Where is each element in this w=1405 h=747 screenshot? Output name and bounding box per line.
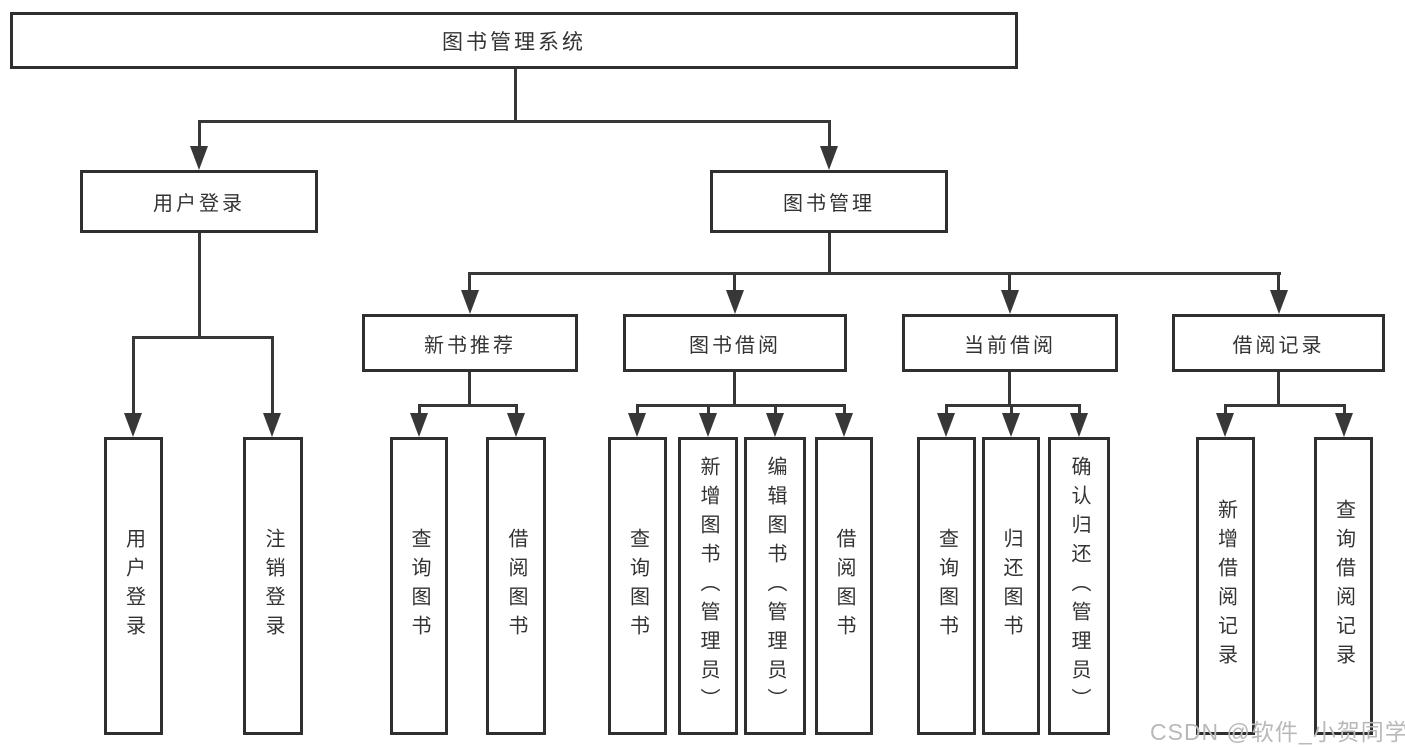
connector-line [1078,404,1081,416]
connector-line [198,233,201,336]
node-root-label: 图书管理系统 [442,30,586,54]
arrowhead-icon [1335,413,1353,437]
node-new-book-recommend-label: 新书推荐 [424,334,516,357]
connector-line [774,404,777,416]
node-book-borrowing: 图书借阅 [623,314,847,372]
leaf-logout: 注销登录 [243,437,303,735]
connector-line [828,120,831,150]
arrowhead-icon [835,413,853,437]
arrowhead-icon [507,413,525,437]
leaf-add-borrow-record: 新增借阅记录 [1196,437,1255,735]
leaf-confirm-return-admin: 确认归还（管理员） [1048,437,1110,735]
connector-line [198,120,201,150]
node-current-borrowing-label: 当前借阅 [964,334,1056,357]
node-borrowing-records: 借阅记录 [1172,314,1385,372]
connector-line [468,372,471,406]
node-user-login: 用户登录 [80,170,318,233]
leaf-return-books: 归还图书 [982,437,1040,735]
leaf-label: 新增借阅记录 [1214,499,1237,673]
connector-line [945,404,948,416]
connector-line [1343,404,1346,416]
connector-line [636,404,846,407]
connector-line [132,336,135,416]
leaf-add-books-admin: 新增图书（管理员） [678,437,738,735]
connector-line [1277,272,1280,294]
csdn-watermark: CSDN @软件_小贺同学 [1150,719,1405,745]
connector-line [1010,404,1013,416]
arrowhead-icon [1216,413,1234,437]
leaf-label: 查询借阅记录 [1332,499,1355,673]
leaf-borrow-books-1: 借阅图书 [486,437,546,735]
connector-line [469,272,1281,275]
node-root: 图书管理系统 [10,12,1018,69]
arrowhead-icon [699,413,717,437]
connector-line [271,336,274,416]
connector-line [843,404,846,416]
connector-line [945,404,1081,407]
connector-line [636,404,639,416]
arrowhead-icon [1270,290,1288,314]
connector-line [468,272,471,294]
connector-line [1008,372,1011,406]
arrowhead-icon [410,413,428,437]
leaf-borrow-books-2: 借阅图书 [815,437,873,735]
leaf-label: 用户登录 [122,528,145,644]
arrowhead-icon [937,413,955,437]
connector-line [733,272,736,294]
leaf-query-books-2: 查询图书 [608,437,667,735]
node-current-borrowing: 当前借阅 [902,314,1118,372]
connector-line [1224,404,1227,416]
arrowhead-icon [628,413,646,437]
arrowhead-icon [263,413,281,437]
connector-line [733,372,736,406]
leaf-label: 注销登录 [262,528,284,644]
node-new-book-recommend: 新书推荐 [362,314,578,372]
arrowhead-icon [190,146,208,170]
node-borrowing-records-label: 借阅记录 [1232,334,1325,357]
arrowhead-icon [1070,413,1088,437]
leaf-label: 借阅图书 [833,528,855,644]
connector-line [418,404,518,407]
leaf-label: 借阅图书 [505,528,527,644]
connector-line [828,233,831,272]
connector-line [1224,404,1346,407]
leaf-label: 查询图书 [408,528,430,644]
node-book-borrowing-label: 图书借阅 [689,334,781,357]
leaf-label: 归还图书 [1000,528,1022,644]
connector-line [1277,372,1280,406]
arrowhead-icon [461,290,479,314]
connector-line [132,336,274,339]
leaf-label: 编辑图书（管理员） [764,455,786,717]
connector-line [515,404,518,416]
arrowhead-icon [820,146,838,170]
connector-line [1008,272,1011,294]
leaf-label: 查询图书 [935,528,958,644]
leaf-label: 新增图书（管理员） [697,455,719,717]
leaf-query-books-1: 查询图书 [390,437,448,735]
arrowhead-icon [1001,290,1019,314]
connector-line [198,120,831,123]
arrowhead-icon [1002,413,1020,437]
arrowhead-icon [766,413,784,437]
connector-line [514,69,517,120]
leaf-user-login: 用户登录 [104,437,163,735]
leaf-label: 查询图书 [626,528,649,644]
node-book-management: 图书管理 [710,170,948,233]
node-user-login-label: 用户登录 [153,193,245,215]
leaf-label: 确认归还（管理员） [1068,455,1090,717]
arrowhead-icon [124,413,142,437]
arrowhead-icon [726,290,744,314]
leaf-query-borrow-record: 查询借阅记录 [1314,437,1373,735]
connector-line [418,404,421,416]
leaf-query-books-3: 查询图书 [917,437,976,735]
node-book-management-label: 图书管理 [783,193,875,215]
connector-line [707,404,710,416]
leaf-edit-books-admin: 编辑图书（管理员） [744,437,806,735]
